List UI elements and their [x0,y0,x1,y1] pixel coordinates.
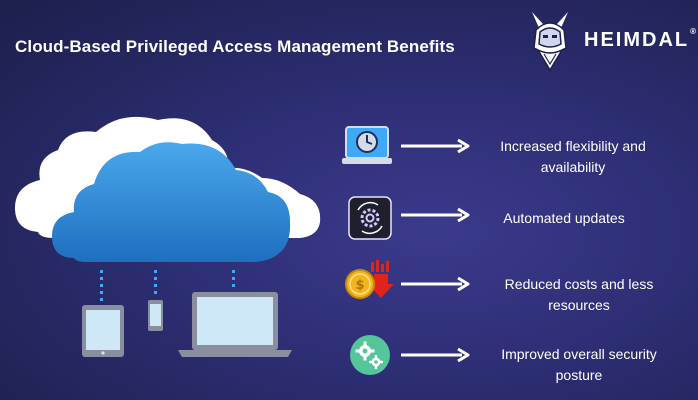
benefit-text-updates: Automated updates [503,210,625,226]
arrow-icon [401,276,470,292]
svg-text:$: $ [355,278,364,293]
coin-cost-down-icon: $ [345,260,394,299]
brand-name: HEIMDAL® [584,27,697,52]
cloud-connector-lines [100,270,235,301]
laptop-icon [178,292,292,357]
brand-name-text: HEIMDAL [584,29,690,51]
arrow-icon [401,347,470,363]
registered-mark: ® [690,27,697,36]
viking-helmet-icon [532,12,568,72]
gears-security-icon [350,335,390,375]
front-cloud-shape [52,142,291,262]
tablet-icon [82,305,124,357]
laptop-clock-icon [342,126,392,164]
page-title: Cloud-Based Privileged Access Management… [15,37,455,56]
gear-refresh-icon [348,196,392,240]
heimdal-logo: HEIMDAL® [526,10,696,72]
arrow-icon [401,138,470,154]
benefit-text-security: Improved overall security posture [501,346,657,383]
benefit-text-costs: Reduced costs and less resources [504,276,654,313]
arrow-icon [401,207,470,223]
phone-icon [148,300,163,331]
benefit-text-flexibility: Increased flexibility and availability [500,138,646,175]
